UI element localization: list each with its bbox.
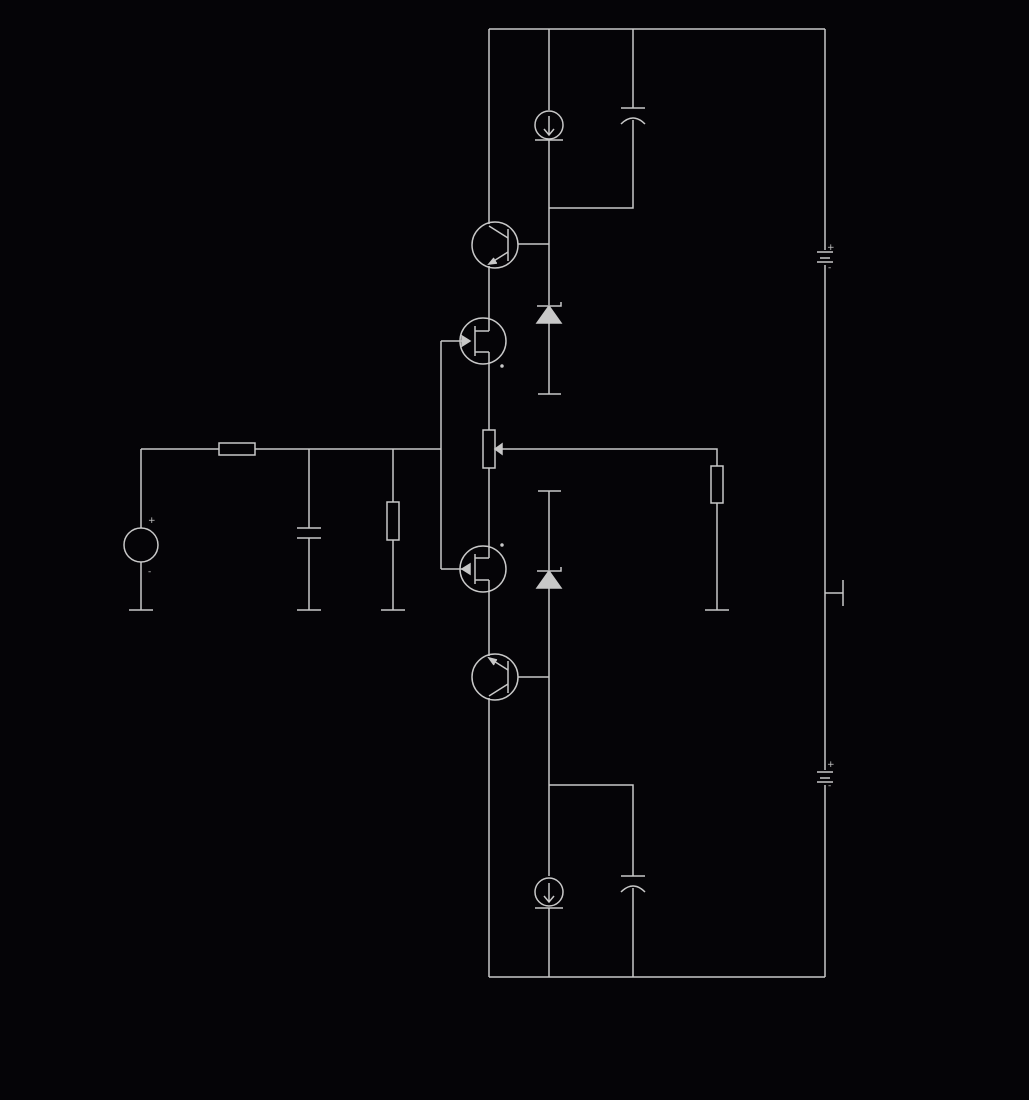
- lower-polarized-capacitor-icon: [620, 875, 646, 893]
- lower-npn-transistor-icon: [471, 653, 519, 701]
- upper-battery-icon: [817, 251, 833, 263]
- lower-battery-minus: -: [828, 781, 831, 791]
- upper-cap-bottom-wire: [549, 120, 634, 209]
- lower-current-source-icon: [534, 877, 564, 909]
- lower-zener-diode-icon: [535, 567, 563, 589]
- upper-battery-plus: +: [827, 243, 835, 253]
- lower-jfet-icon: [459, 543, 507, 593]
- bias-resistor-icon: [710, 465, 724, 504]
- input-source-minus: -: [148, 567, 151, 577]
- input-capacitor-icon: [297, 527, 321, 539]
- upper-pnp-transistor-icon: [471, 221, 519, 269]
- upper-polarized-capacitor-icon: [620, 107, 646, 125]
- upper-battery-minus: -: [828, 263, 831, 273]
- upper-jfet-icon: [459, 317, 507, 368]
- upper-current-source-icon: [534, 110, 564, 141]
- potentiometer-icon: [482, 429, 503, 469]
- components: [123, 107, 833, 909]
- series-resistor-icon: [218, 442, 256, 456]
- polarity-labels: + - + - + -: [148, 243, 835, 791]
- lower-battery-plus: +: [827, 760, 835, 770]
- lower-cap-top-wire: [549, 784, 634, 876]
- wiper-wire: [497, 448, 718, 466]
- lower-battery-icon: [817, 771, 833, 783]
- input-shunt-resistor-icon: [386, 501, 400, 541]
- upper-zener-diode-icon: [535, 302, 563, 324]
- input-source-plus: +: [148, 516, 156, 526]
- ac-voltage-source-icon: [123, 527, 159, 563]
- wires: [129, 28, 844, 978]
